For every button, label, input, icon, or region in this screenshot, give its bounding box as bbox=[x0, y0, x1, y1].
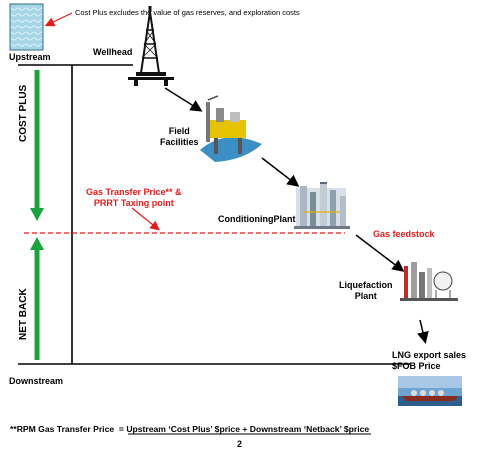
upstream-label: Upstream bbox=[9, 52, 51, 62]
net-back-arrow bbox=[30, 237, 44, 360]
oil-derrick-icon bbox=[128, 6, 174, 86]
net-back-axis-label: NET BACK bbox=[18, 288, 29, 340]
gas-feedstock-label: Gas feedstock bbox=[373, 229, 435, 239]
refinery-icon bbox=[294, 182, 350, 229]
field-facilities-label: Field Facilities bbox=[160, 126, 199, 147]
footnote: **RPM Gas Transfer Price = Upstream ‘Cos… bbox=[10, 424, 369, 434]
lng-export-label: LNG export sales $FOB Price bbox=[392, 350, 467, 371]
flow-arrow-wellhead-field bbox=[164, 87, 203, 112]
cost-plus-axis-label: COST PLUS bbox=[18, 84, 29, 142]
note-pointer-arrow bbox=[44, 12, 73, 27]
gas-transfer-price-label: Gas Transfer Price** & PRRT Taxing point bbox=[86, 187, 182, 208]
lng-tanker-icon bbox=[398, 376, 462, 406]
offshore-platform-icon bbox=[200, 95, 262, 162]
conditioning-plant-label: ConditioningPlant bbox=[218, 214, 296, 224]
water-thumbnail-icon bbox=[9, 3, 44, 51]
flow-arrow-liquefaction-export bbox=[417, 319, 429, 344]
wellhead-label: Wellhead bbox=[93, 47, 133, 57]
footnote-prefix: **RPM Gas Transfer Price = bbox=[10, 424, 127, 434]
transfer-pointer-arrow bbox=[131, 207, 160, 231]
downstream-label: Downstream bbox=[9, 376, 64, 386]
footnote-formula: Upstream ‘Cost Plus’ $price + Downstream… bbox=[126, 424, 370, 434]
liquefaction-plant-label: Liquefaction Plant bbox=[339, 280, 393, 301]
flow-arrow-conditioning-liquefaction bbox=[355, 234, 405, 272]
flow-arrow-field-conditioning bbox=[261, 157, 300, 187]
liquefaction-plant-icon bbox=[400, 262, 458, 301]
cost-plus-note: Cost Plus excludes the value of gas rese… bbox=[75, 8, 300, 17]
page-number: 2 bbox=[237, 439, 243, 449]
cost-plus-arrow bbox=[30, 70, 44, 221]
